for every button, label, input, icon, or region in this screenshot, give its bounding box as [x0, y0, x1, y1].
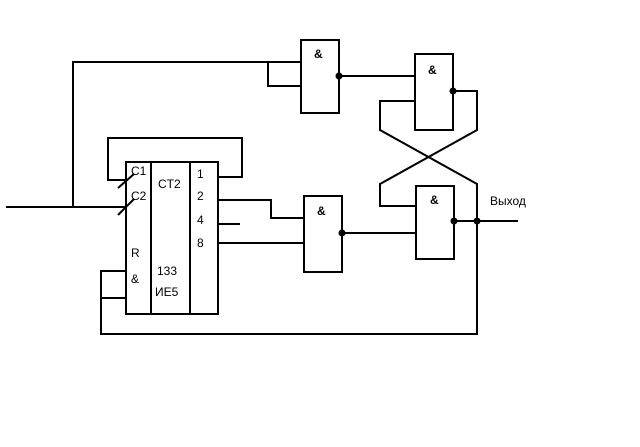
- wire-input-to-gate1: [72, 61, 301, 207]
- wires: [6, 61, 518, 335]
- and-gate-4-symbol: &: [430, 193, 439, 207]
- and-gate-4: &: [415, 185, 455, 260]
- and-gate-3-symbol: &: [317, 204, 326, 218]
- and-gate-3: &: [303, 195, 343, 273]
- clock2-label: C2: [131, 189, 147, 203]
- and-gate-2: &: [414, 53, 454, 131]
- output-weight-2: 2: [197, 189, 204, 203]
- output-label: Выход: [490, 194, 526, 208]
- and-gate-1: &: [300, 39, 340, 114]
- reset-and-label: &: [131, 272, 139, 286]
- output-junction-dot: [473, 217, 481, 225]
- counter-type-label: CT2: [158, 177, 181, 191]
- reset-label: R: [131, 246, 140, 260]
- and-gate-2-symbol: &: [428, 63, 437, 77]
- output-weight-4: 4: [197, 213, 204, 227]
- model-label-line2: ИЕ5: [155, 285, 179, 299]
- and-gate-1-symbol: &: [314, 47, 323, 61]
- wire-reset-second-input: [100, 270, 126, 298]
- gate3-output-dot: [338, 229, 346, 237]
- gate2-output-dot: [449, 87, 457, 95]
- counter-outline: [125, 161, 219, 315]
- wire-gate4-out-to-gate2-in-and-reset: [100, 100, 478, 335]
- wire-q2-to-gate3: [218, 199, 304, 219]
- clock1-label: C1: [131, 164, 147, 178]
- output-weight-8: 8: [197, 236, 204, 250]
- gate4-output-dot: [450, 217, 458, 225]
- counter-chip: C1 C2 R & CT2 133 ИЕ5 1 2 4 8: [117, 161, 219, 315]
- gate1-output-dot: [335, 72, 343, 80]
- model-label-line1: 133: [157, 264, 177, 278]
- junction-dots: [335, 72, 481, 237]
- output-weight-1: 1: [197, 167, 204, 181]
- wire-gate1-shorted-inputs: [267, 61, 301, 87]
- wire-q1-feedback-to-c1: [107, 137, 243, 181]
